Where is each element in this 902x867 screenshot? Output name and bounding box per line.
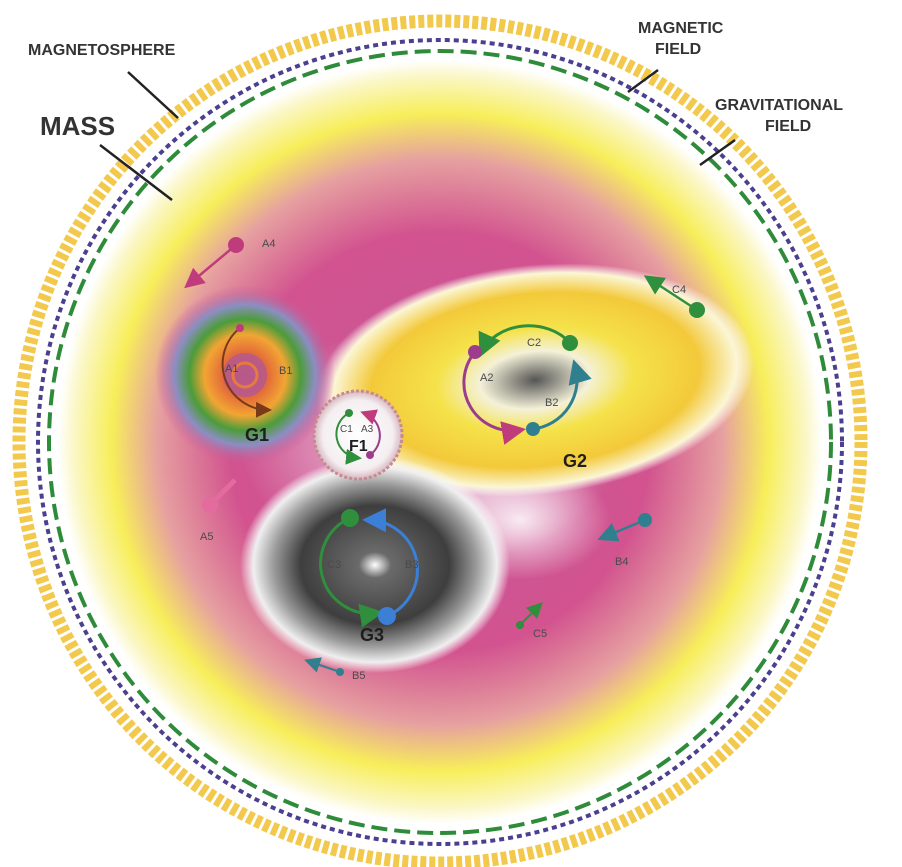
f1-region: [314, 391, 402, 479]
magnetosphere-label: MAGNETOSPHERE: [28, 42, 176, 59]
g1-core: [223, 353, 267, 397]
particle-label-a2: A2: [480, 372, 493, 384]
magnetosphere-leader-line: [128, 72, 178, 118]
particle-label-c3: C3: [327, 559, 341, 571]
particle-label-b1: B1: [279, 365, 292, 377]
region-label-f1: F1: [349, 438, 368, 455]
magnetic-field-label-line1: MAGNETIC: [638, 20, 724, 37]
particle-label-b4: B4: [615, 556, 628, 568]
particle-label-b5: B5: [352, 670, 365, 682]
particle-label-a4: A4: [262, 238, 275, 250]
mass-label: MASS: [40, 111, 115, 141]
particle-label-a3: A3: [361, 424, 374, 435]
particle-label-c1: C1: [340, 424, 353, 435]
magnetic-field-label-line2: FIELD: [655, 41, 701, 58]
particle-label-c2: C2: [527, 337, 541, 349]
particle-label-a1: A1: [225, 363, 238, 375]
particle-label-c5: C5: [533, 628, 547, 640]
region-label-g2: G2: [563, 451, 587, 471]
region-label-g3: G3: [360, 625, 384, 645]
gravitational-field-label-line2: FIELD: [765, 118, 811, 135]
particle-label-c4: C4: [672, 284, 686, 296]
particle-label-a5: A5: [200, 531, 213, 543]
particle-label-b3: B3: [405, 559, 418, 571]
gravitational-field-label-line1: GRAVITATIONAL: [715, 97, 843, 114]
region-label-g1: G1: [245, 425, 269, 445]
particle-label-b2: B2: [545, 397, 558, 409]
